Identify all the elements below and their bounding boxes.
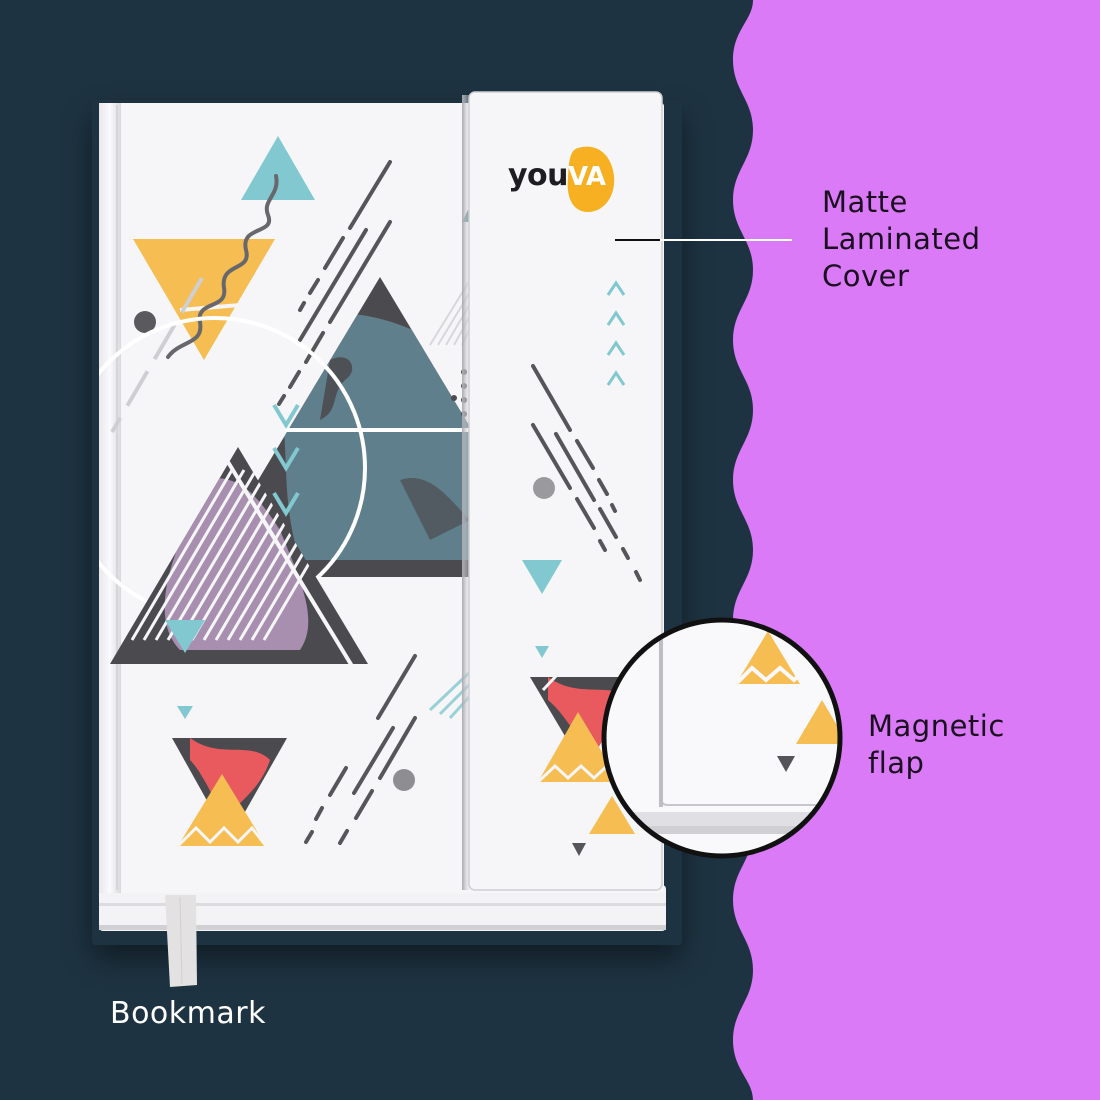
logo-blob — [567, 146, 615, 212]
magnifier-inset — [601, 617, 843, 859]
matte-laminated-cover-label: Matte Laminated Cover — [822, 185, 981, 293]
purple-wavy-panel — [733, 0, 1100, 1100]
magnetic-flap-label: Magnetic flap — [868, 709, 1005, 780]
yellow-triangle — [133, 239, 275, 360]
logo-wordmark: you VA — [508, 158, 606, 198]
bookmark-ribbon — [165, 895, 197, 987]
teal-triangle — [241, 136, 315, 200]
squiggle-line — [166, 174, 279, 359]
spine-hinge — [99, 103, 121, 893]
logo-text-light: VA — [568, 162, 606, 192]
youva-logo — [567, 146, 615, 212]
book-bottom-edge — [99, 885, 666, 931]
logo-text-dark: you — [508, 158, 569, 193]
bookmark-label: Bookmark — [110, 996, 266, 1031]
